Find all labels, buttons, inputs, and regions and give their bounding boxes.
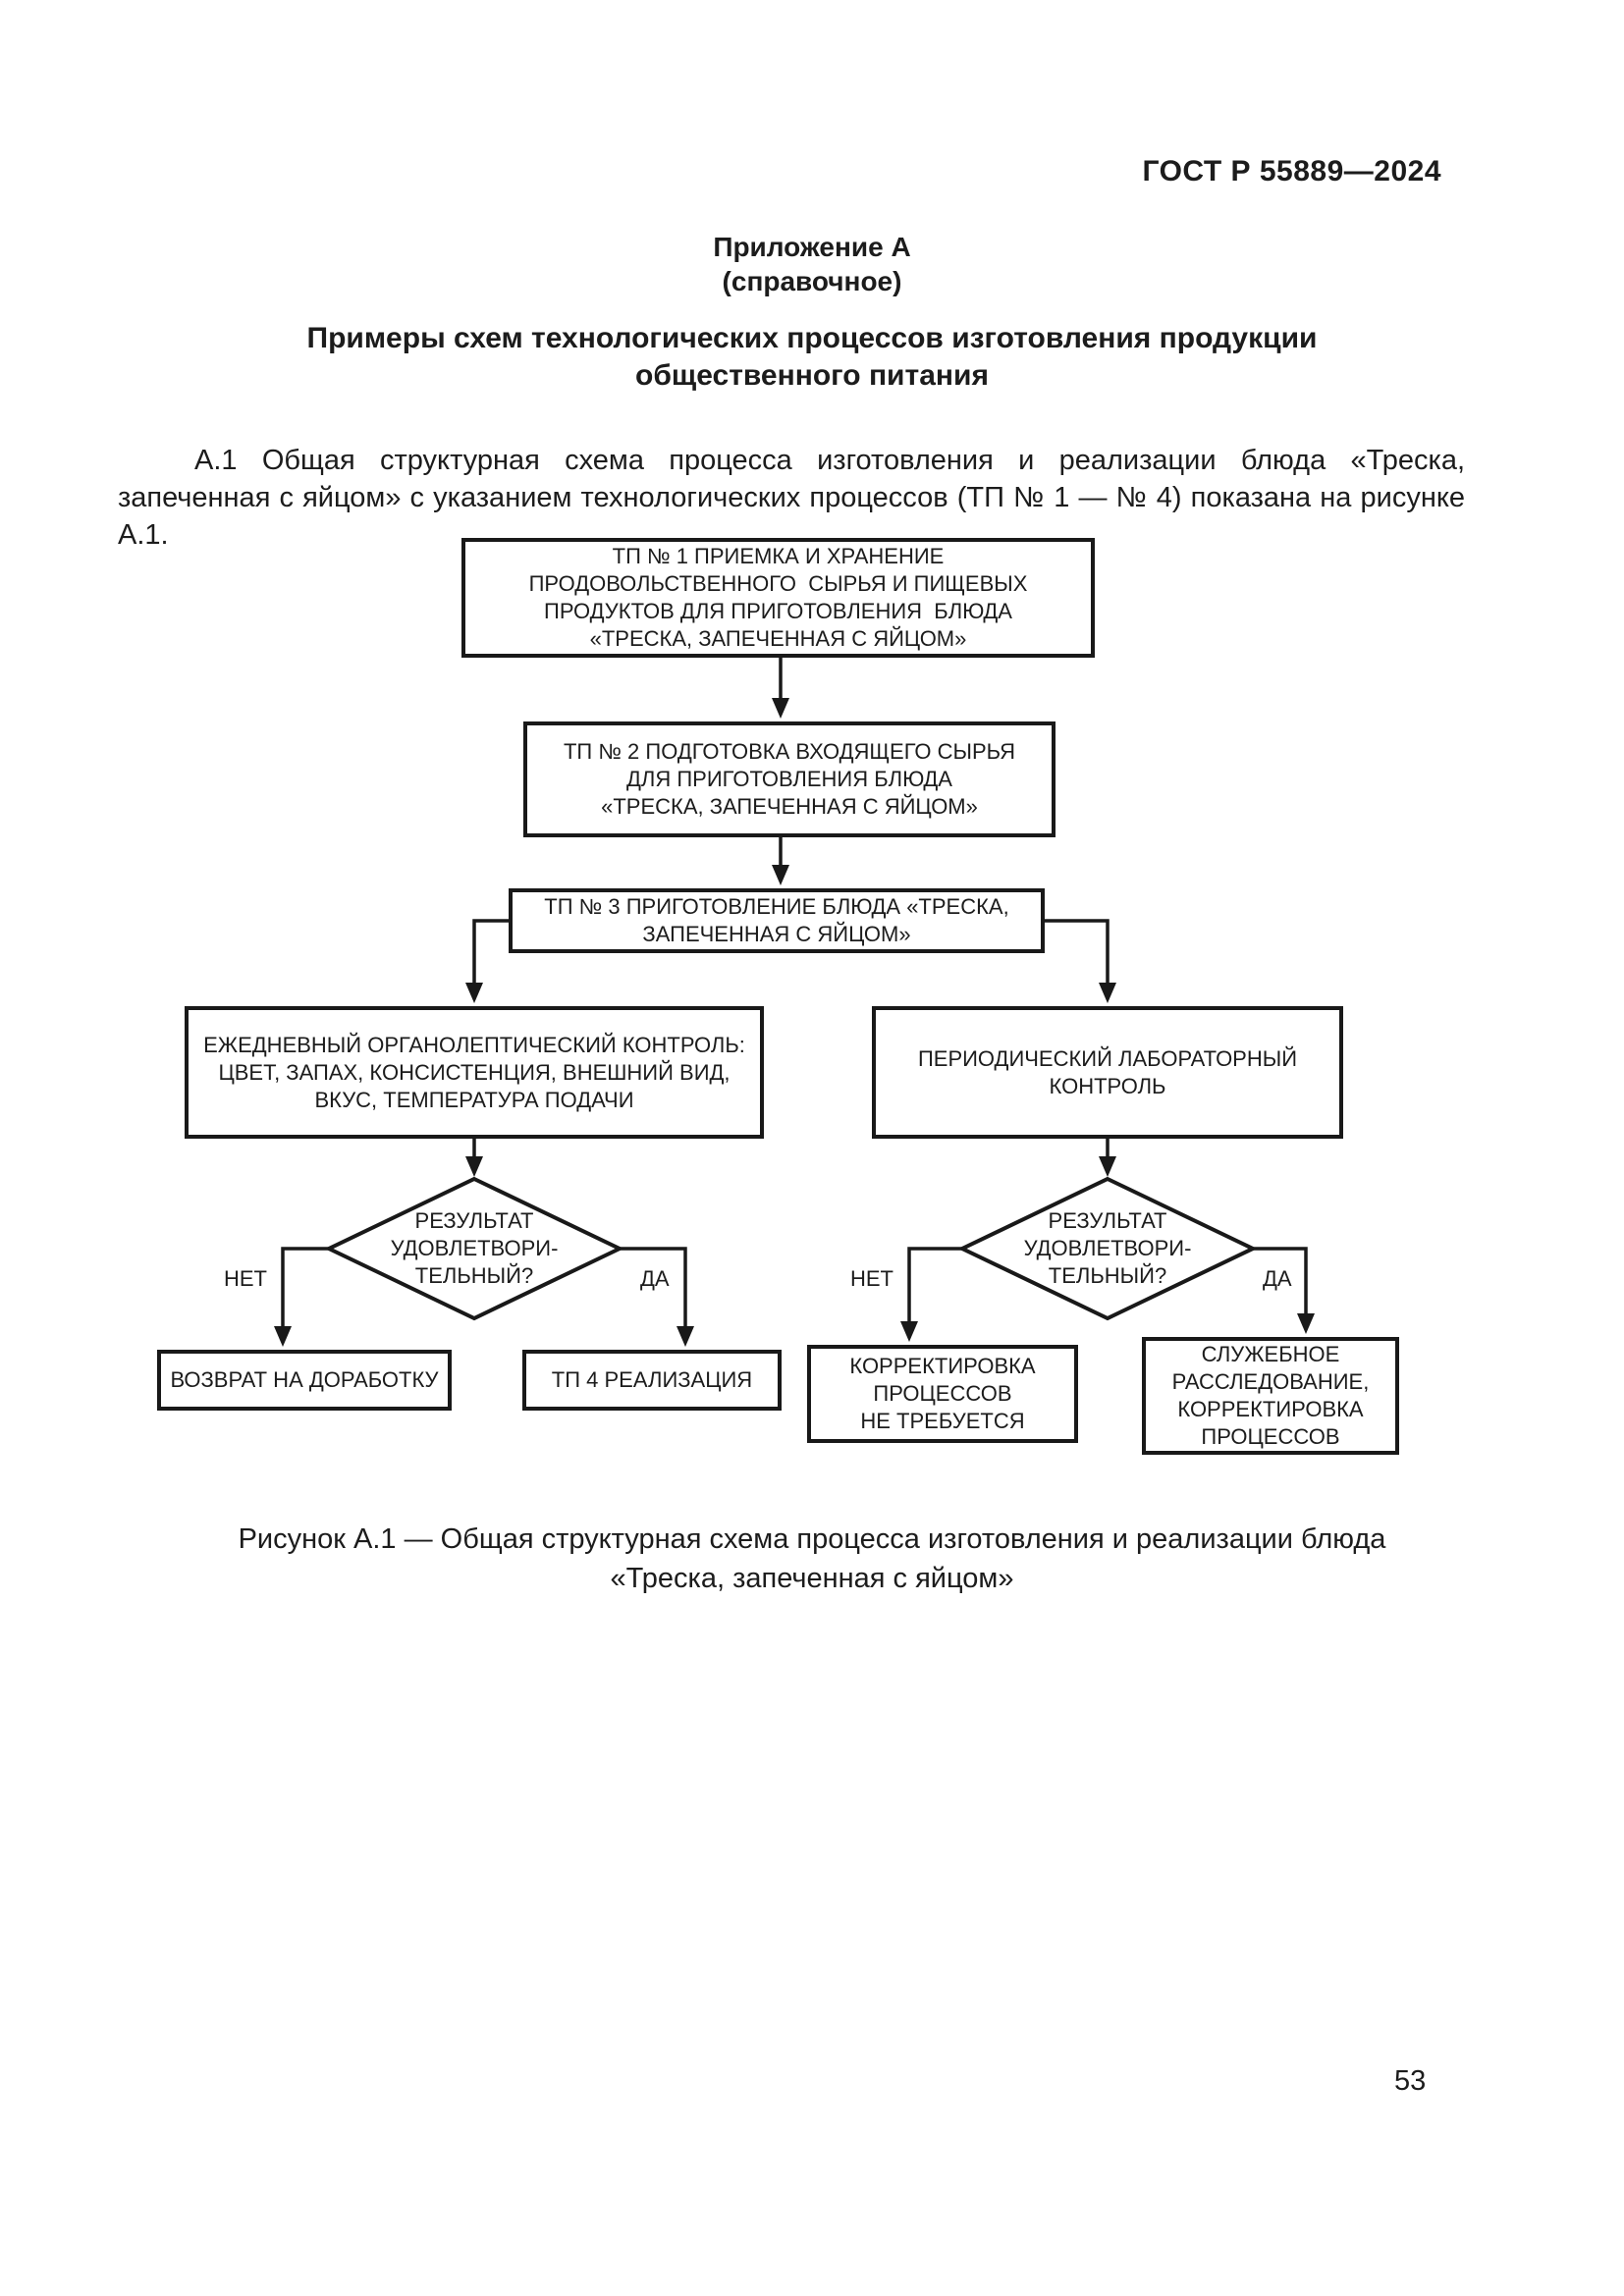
flow-node-tp1: ТП № 1 ПРИЕМКА И ХРАНЕНИЕ ПРОДОВОЛЬСТВЕН…	[461, 538, 1095, 658]
flow-node-tp2: ТП № 2 ПОДГОТОВКА ВХОДЯЩЕГО СЫРЬЯ ДЛЯ ПР…	[523, 721, 1056, 837]
appendix-title: Примеры схем технологических процессов и…	[306, 322, 1318, 392]
branch-label-no-left: НЕТ	[224, 1266, 267, 1291]
arrow-tp3-to-lab-control	[1043, 919, 1116, 1003]
figure-caption: Рисунок А.1 — Общая структурная схема пр…	[238, 1523, 1386, 1594]
decision-diamond-right	[957, 1176, 1258, 1321]
arrow-decision-right-yes	[1253, 1247, 1315, 1334]
standard-number-header: ГОСТ Р 55889—2024	[1142, 155, 1441, 187]
flow-node-tp3: ТП № 3 ПРИГОТОВЛЕНИЕ БЛЮДА «ТРЕСКА, ЗАПЕ…	[509, 888, 1045, 953]
branch-label-yes-right: ДА	[1263, 1266, 1292, 1291]
appendix-heading: Приложение А (справочное)	[713, 232, 911, 296]
arrow-decision-right-no	[900, 1247, 962, 1342]
arrow-decision-left-no	[274, 1247, 329, 1347]
flow-node-tp4: ТП 4 РЕАЛИЗАЦИЯ	[522, 1350, 782, 1411]
decision-left-text: РЕЗУЛЬТАТ УДОВЛЕТВОРИ- ТЕЛЬНЫЙ?	[390, 1208, 559, 1288]
flow-node-investigation: СЛУЖЕБНОЕ РАССЛЕДОВАНИЕ, КОРРЕКТИРОВКА П…	[1142, 1337, 1399, 1455]
flow-node-lab-control: ПЕРИОДИЧЕСКИЙ ЛАБОРАТОРНЫЙ КОНТРОЛЬ	[872, 1006, 1343, 1139]
decision-right-text: РЕЗУЛЬТАТ УДОВЛЕТВОРИ- ТЕЛЬНЫЙ?	[1023, 1208, 1192, 1288]
arrow-decision-left-yes	[620, 1247, 694, 1347]
decision-diamond-left	[324, 1176, 624, 1321]
branch-label-no-right: НЕТ	[850, 1266, 893, 1291]
branch-label-yes-left: ДА	[640, 1266, 670, 1291]
body-paragraph: А.1 Общая структурная схема процесса изг…	[118, 445, 1465, 551]
flow-node-no-correction: КОРРЕКТИРОВКА ПРОЦЕССОВ НЕ ТРЕБУЕТСЯ	[807, 1345, 1078, 1443]
arrow-tp3-to-daily-control	[465, 919, 513, 1003]
page-number: 53	[1394, 2065, 1427, 2097]
flow-node-rework: ВОЗВРАТ НА ДОРАБОТКУ	[157, 1350, 452, 1411]
flow-node-daily-control: ЕЖЕДНЕВНЫЙ ОРГАНОЛЕПТИЧЕСКИЙ КОНТРОЛЬ: Ц…	[185, 1006, 764, 1139]
